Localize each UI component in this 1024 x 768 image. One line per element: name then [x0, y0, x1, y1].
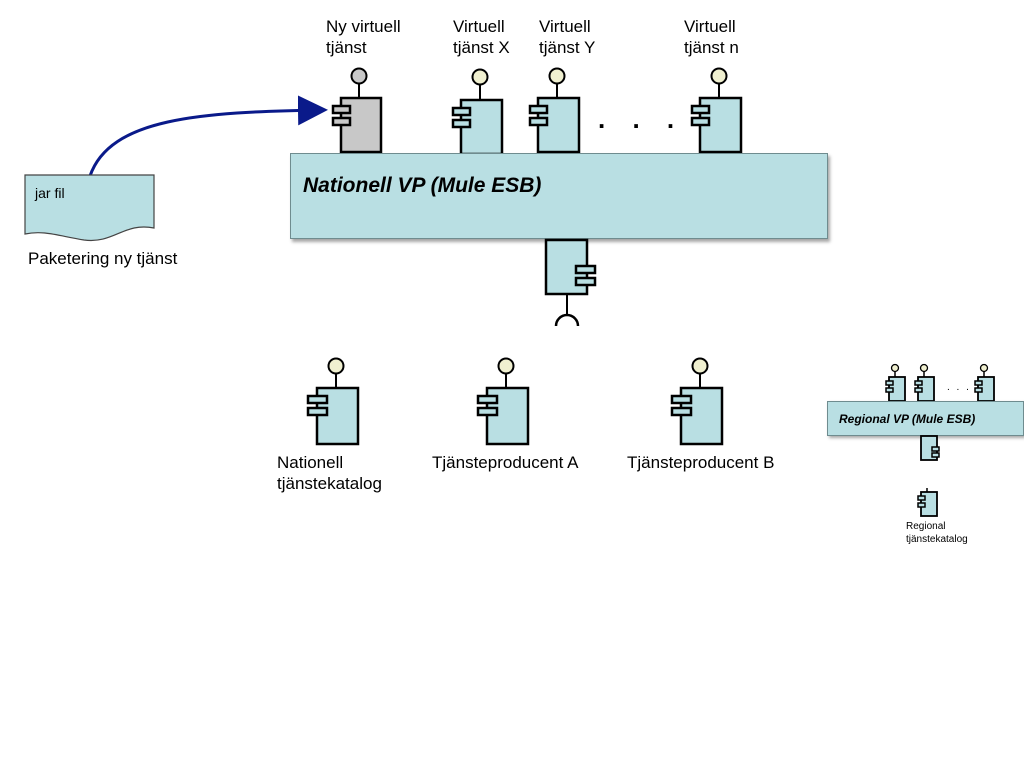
label-line1: Virtuell: [684, 17, 736, 36]
regional-component-1: [885, 363, 906, 402]
packaging-caption: Paketering ny tjänst: [28, 249, 178, 268]
label-line2: tjänst X: [453, 38, 510, 57]
regional-component-n: [974, 363, 995, 402]
label-line1: Virtuell: [453, 17, 505, 36]
label-line1: Tjänsteproducent B: [627, 453, 775, 472]
component-ny-virtuell-tjanst: [331, 67, 383, 154]
service-label-virtuell-x: Virtuell tjänst X: [453, 16, 510, 58]
label-line1: Ny virtuell: [326, 17, 401, 36]
national-esb-box: Nationell VP (Mule ESB): [290, 153, 828, 239]
label-regional-tjanstekatalog: Regional tjänstekatalog: [906, 520, 968, 546]
esb-title: Nationell VP (Mule ESB): [303, 174, 542, 197]
service-label-virtuell-n: Virtuell tjänst n: [684, 16, 739, 58]
component-tjansteproducent-a: [476, 357, 530, 446]
service-label-virtuell-y: Virtuell tjänst Y: [539, 16, 595, 58]
label-line2: tjänst Y: [539, 38, 596, 57]
regional-catalog-component: [917, 488, 938, 517]
regional-esb-box: Regional VP (Mule ESB): [827, 401, 1024, 436]
label-line1: Nationell: [277, 453, 344, 472]
regional-ellipsis: . . .: [947, 382, 971, 393]
label-tjansteproducent-b: Tjänsteproducent B: [627, 452, 774, 473]
label-line2: tjänst n: [684, 38, 739, 57]
regional-esb-outbound-component: [920, 435, 940, 461]
label-line1: Virtuell: [539, 17, 591, 36]
service-label-ny-virtuell: Ny virtuell tjänst: [326, 16, 401, 58]
label-line2: tjänstekatalog: [277, 474, 382, 493]
component-virtuell-tjanst-y: [528, 67, 581, 154]
regional-esb-title: Regional VP (Mule ESB): [839, 412, 976, 426]
component-virtuell-tjanst-n: [690, 67, 743, 154]
label-line2: tjänst: [326, 38, 367, 57]
label-line1: Tjänsteproducent A: [432, 453, 579, 472]
component-nationell-tjanstekatalog: [306, 357, 360, 446]
label-tjansteproducent-a: Tjänsteproducent A: [432, 452, 578, 473]
label-line2: tjänstekatalog: [906, 534, 968, 545]
label-nationell-tjanstekatalog: Nationell tjänstekatalog: [277, 452, 382, 494]
component-virtuell-tjanst-x: [451, 68, 504, 156]
jar-file-label: jar fil: [35, 185, 65, 201]
ellipsis-more-services: . . .: [598, 104, 685, 134]
jar-file-document-icon: [24, 174, 155, 242]
label-line1: Regional: [906, 521, 946, 532]
regional-service-components: [885, 363, 995, 402]
esb-outbound-component: [544, 238, 597, 327]
component-tjansteproducent-b: [670, 357, 724, 446]
regional-component-2: [914, 363, 935, 402]
